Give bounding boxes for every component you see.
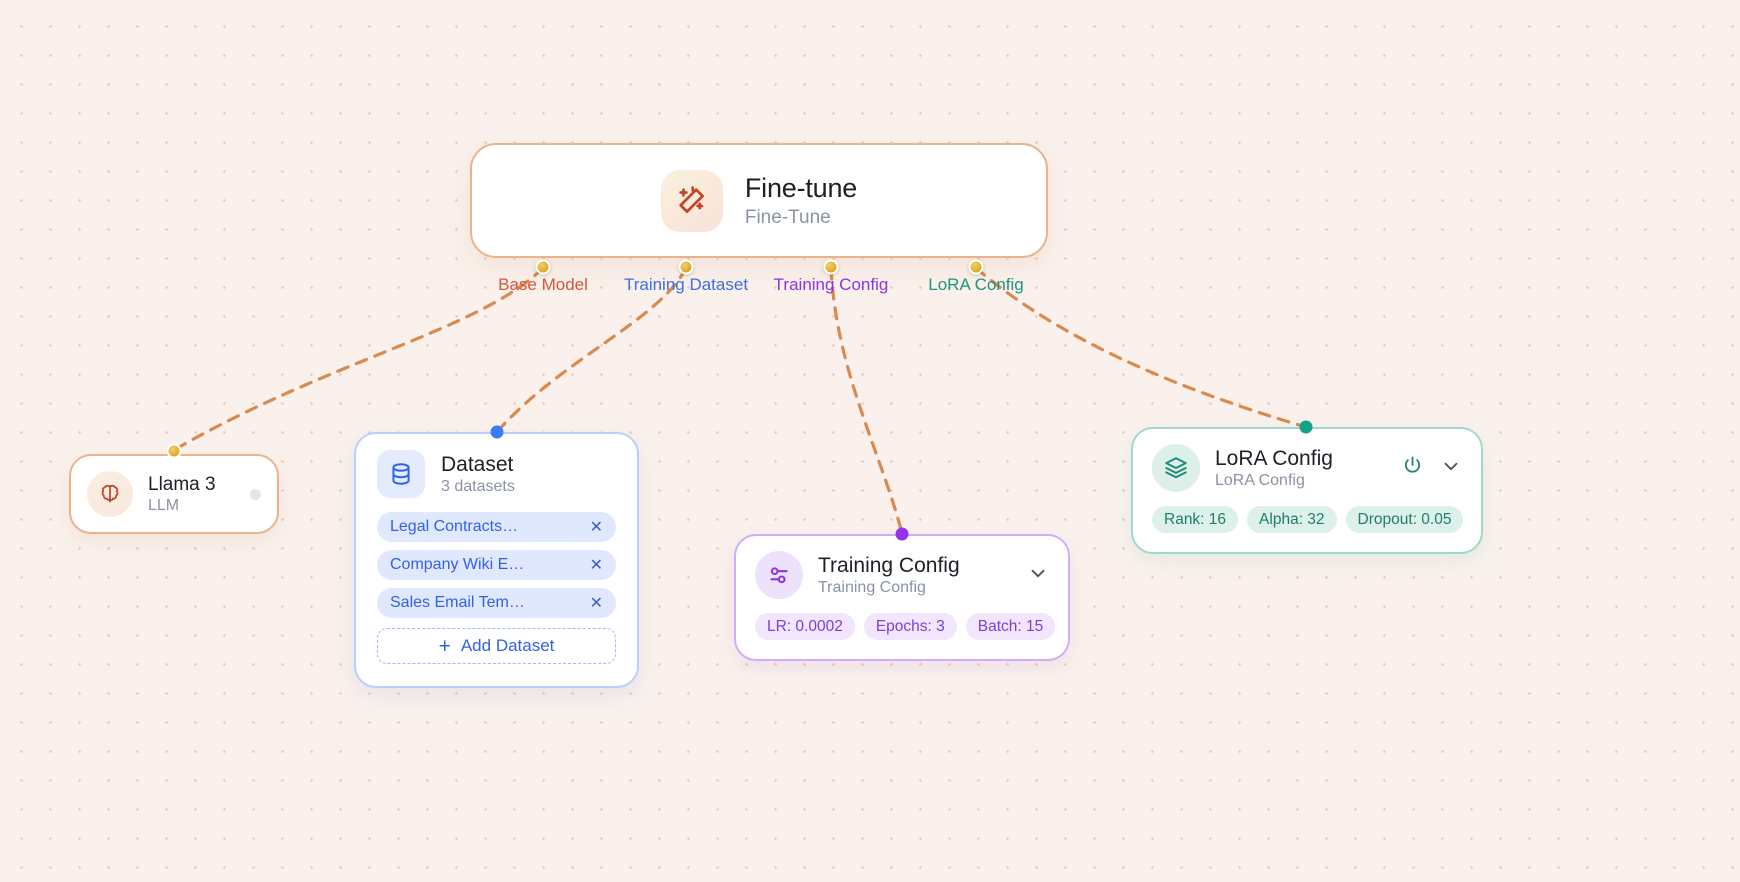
lora-config-title: LoRA Config [1215,446,1333,470]
port-lora-config[interactable] [968,259,984,275]
dataset-title: Dataset [441,452,514,476]
add-dataset-label: Add Dataset [460,636,555,655]
llama-title: Llama 3 [148,473,216,495]
dataset-chip-label: Legal Contracts… [390,518,519,535]
close-icon[interactable]: ✕ [589,595,603,612]
training-config-badges: LR: 0.0002 Epochs: 3 Batch: 15 [755,613,1056,640]
status-indicator-dot [250,488,261,500]
dataset-chip[interactable]: Legal Contracts… ✕ [377,512,616,542]
llama-subtitle: LLM [148,496,180,514]
training-config-output-port[interactable] [895,527,909,541]
port-base-model[interactable] [535,259,551,275]
dataset-subtitle: 3 datasets [441,477,515,495]
dataset-chip[interactable]: Sales Email Tem… ✕ [377,588,616,618]
close-icon[interactable]: ✕ [589,557,603,574]
magic-wand-icon [660,169,723,232]
chevron-down-icon[interactable] [1027,562,1049,589]
port-label-base-model: Base Model [498,275,588,294]
chevron-down-icon[interactable] [1440,455,1462,482]
lora-config-subtitle: LoRA Config [1215,471,1305,489]
port-label-lora-config: LoRA Config [928,275,1024,294]
badge-batch: Batch: 15 [965,613,1056,640]
finetune-node[interactable]: Fine-tune Fine-Tune [470,143,1048,258]
training-config-node[interactable]: Training Config Training Config LR: 0.00… [734,534,1070,661]
dataset-node[interactable]: Dataset 3 datasets Legal Contracts… ✕ Co… [354,432,639,688]
training-config-subtitle: Training Config [818,578,926,596]
badge-epochs: Epochs: 3 [863,613,957,640]
badge-rank: Rank: 16 [1152,506,1239,533]
training-config-title: Training Config [818,553,960,577]
finetune-title: Fine-tune [744,172,858,203]
dataset-chip-label: Sales Email Tem… [390,594,525,611]
layers-icon [1152,444,1200,492]
port-label-training-config: Training Config [773,275,889,294]
edge-training-config [829,266,904,535]
port-training-dataset[interactable] [678,259,694,275]
sliders-icon [755,551,803,599]
edge-base-model [172,266,545,452]
dataset-chip-list: Legal Contracts… ✕ Company Wiki E… ✕ Sal… [377,512,616,618]
dataset-chip-label: Company Wiki E… [390,556,525,573]
badge-alpha: Alpha: 32 [1247,506,1337,533]
edge-lora-config [974,266,1308,429]
add-dataset-button[interactable]: + Add Dataset [377,628,616,664]
dataset-output-port[interactable] [490,425,504,439]
lora-config-node[interactable]: LoRA Config LoRA Config Rank: 16 Alpha: … [1131,427,1483,554]
database-icon [377,450,425,498]
port-training-config[interactable] [823,259,839,275]
port-label-training-dataset: Training Dataset [623,275,749,294]
brain-icon [87,471,133,517]
power-icon[interactable] [1401,454,1424,482]
llama-node[interactable]: Llama 3 LLM [69,454,279,534]
badge-dropout: Dropout: 0.05 [1345,506,1464,533]
badge-learning-rate: LR: 0.0002 [755,613,855,640]
close-icon[interactable]: ✕ [589,519,603,536]
plus-icon: + [438,634,451,658]
lora-config-badges: Rank: 16 Alpha: 32 Dropout: 0.05 [1152,506,1464,533]
lora-config-output-port[interactable] [1299,420,1313,434]
finetune-subtitle: Fine-Tune [744,206,831,228]
dataset-chip[interactable]: Company Wiki E… ✕ [377,550,616,580]
llama-output-port[interactable] [166,443,182,459]
